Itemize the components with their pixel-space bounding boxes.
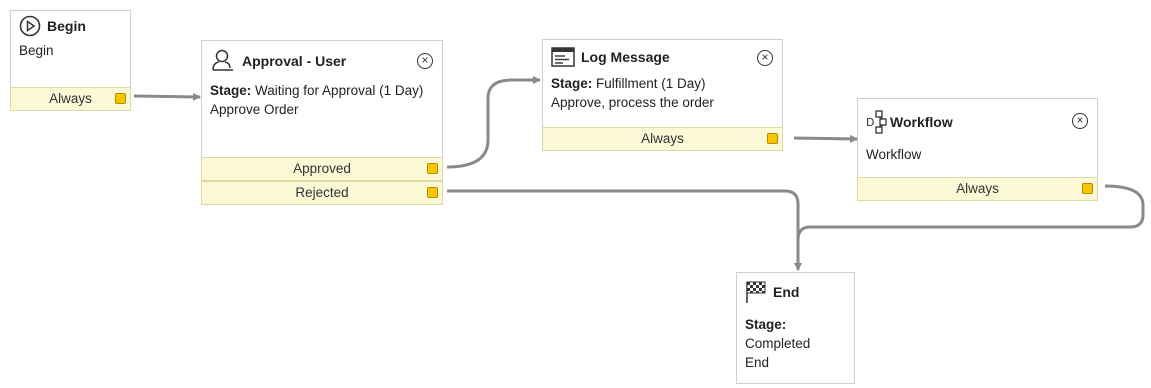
end-stage-value: Completed <box>745 336 811 351</box>
approval-node-desc: Approve Order <box>210 102 299 117</box>
approval-node-header: Approval - User × <box>202 41 442 81</box>
end-node-title: End <box>773 284 800 300</box>
log-node-title: Log Message <box>581 49 670 65</box>
log-output-always[interactable]: Always <box>542 127 783 151</box>
log-message-node[interactable]: Log Message × Stage: Fulfillment (1 Day)… <box>542 39 783 151</box>
log-node-header: Log Message × <box>543 40 782 74</box>
workflow-output-always[interactable]: Always <box>857 177 1098 201</box>
connector-rejected-to-end[interactable] <box>447 189 802 271</box>
approval-approved-port[interactable] <box>427 163 438 174</box>
end-node[interactable]: End Stage: Completed End <box>736 272 855 384</box>
approval-stage-value: Waiting for Approval (1 Day) <box>255 83 424 98</box>
log-node-desc: Approve, process the order <box>551 95 714 110</box>
log-message-icon <box>551 47 575 67</box>
begin-node-body: Begin <box>11 41 130 66</box>
workflow-node-title: Workflow <box>890 114 953 130</box>
remove-icon[interactable]: × <box>417 53 433 69</box>
begin-node-header: Begin <box>11 11 130 41</box>
workflow-node[interactable]: D Workflow × Workflow Always <box>857 98 1098 201</box>
log-stage-value: Fulfillment (1 Day) <box>596 76 706 91</box>
begin-node-text: Begin <box>19 43 54 58</box>
begin-output-label: Always <box>49 91 92 106</box>
svg-text:D: D <box>866 116 874 129</box>
workflow-node-desc: Workflow <box>866 147 922 162</box>
remove-icon[interactable]: × <box>1072 113 1088 129</box>
end-node-body: Stage: Completed End <box>737 311 854 378</box>
approval-node-title: Approval - User <box>242 53 347 69</box>
remove-icon[interactable]: × <box>757 50 773 66</box>
checkered-flag-icon <box>745 280 767 304</box>
workflow-node-body: Workflow <box>858 145 1097 170</box>
connector-begin-to-approval[interactable] <box>133 92 201 101</box>
approval-output-approved-label: Approved <box>293 161 351 176</box>
workflow-output-label: Always <box>956 181 999 196</box>
workflow-node-header: D Workflow × <box>858 99 1097 145</box>
user-icon <box>210 48 236 74</box>
approval-output-approved[interactable]: Approved <box>201 157 443 181</box>
end-node-desc: End <box>745 355 770 370</box>
begin-node[interactable]: Begin Begin Always <box>10 10 131 111</box>
begin-node-title: Begin <box>47 18 86 34</box>
approval-output-rejected-label: Rejected <box>295 185 349 200</box>
approval-node-body: Stage: Waiting for Approval (1 Day) Appr… <box>202 81 442 125</box>
begin-output-port[interactable] <box>115 93 126 104</box>
connector-log-to-workflow[interactable] <box>793 134 858 143</box>
approval-user-node[interactable]: Approval - User × Stage: Waiting for App… <box>201 40 443 205</box>
workflow-icon: D <box>866 109 888 135</box>
end-stage-label: Stage: <box>745 317 787 332</box>
approval-rejected-port[interactable] <box>427 187 438 198</box>
log-node-body: Stage: Fulfillment (1 Day) Approve, proc… <box>543 74 782 118</box>
play-icon <box>19 15 41 37</box>
workflow-output-port[interactable] <box>1082 183 1093 194</box>
begin-output-always[interactable]: Always <box>10 87 131 111</box>
log-stage-label: Stage: <box>551 76 593 91</box>
approval-output-rejected[interactable]: Rejected <box>201 181 443 205</box>
log-output-label: Always <box>641 131 684 146</box>
log-output-port[interactable] <box>767 133 778 144</box>
end-node-header: End <box>737 273 854 311</box>
connector-approved-to-log[interactable] <box>446 76 541 169</box>
approval-stage-label: Stage: <box>210 83 252 98</box>
